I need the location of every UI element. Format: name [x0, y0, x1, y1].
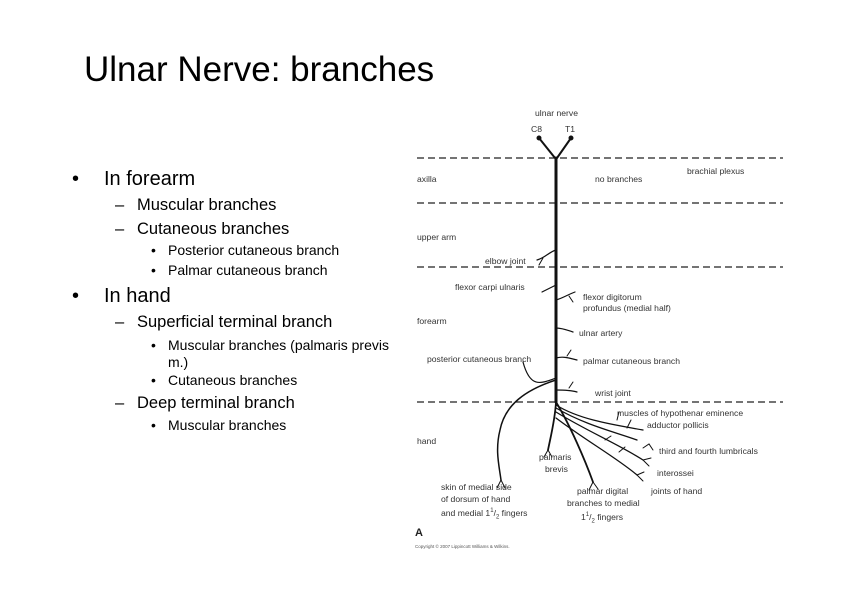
region-dividers	[417, 157, 783, 403]
dash-marker: –	[115, 220, 125, 238]
bullet-list: • In forearm – Muscular branches – Cutan…	[0, 0, 420, 596]
label-hypothenar-muscles: muscles of hypothenar eminence	[617, 408, 744, 418]
label-posterior-cutaneous-branch: posterior cutaneous branch	[427, 354, 532, 364]
bullet-dot: •	[151, 337, 156, 353]
bullet-muscular-palmaris: Muscular branches (palmaris previs	[168, 337, 389, 353]
label-ulnar-artery: ulnar artery	[579, 328, 623, 338]
label-palmaris-line1: palmaris	[539, 452, 572, 462]
label-digital-line1: palmar digital	[577, 486, 629, 496]
label-lumbricals: third and fourth lumbricals	[659, 446, 758, 456]
bullet-in-forearm: In forearm	[104, 168, 196, 190]
bullet-palmar-cutaneous: Palmar cutaneous branch	[168, 262, 328, 278]
label-adductor-pollicis: adductor pollicis	[647, 420, 709, 430]
bullet-dot: •	[151, 242, 156, 258]
bullet-dot: •	[72, 168, 80, 190]
bullet-dot: •	[151, 417, 156, 433]
dash-marker: –	[115, 394, 125, 412]
label-interossei: interossei	[657, 468, 694, 478]
bullet-dot: •	[151, 372, 156, 388]
bullet-dot: •	[72, 285, 80, 307]
label-digital-line2: branches to medial	[567, 498, 640, 508]
label-palmar-cutaneous-branch: palmar cutaneous branch	[583, 356, 680, 366]
bullet-deep-muscular: Muscular branches	[168, 417, 287, 433]
label-elbow-joint: elbow joint	[485, 256, 526, 266]
panel-letter: A	[415, 527, 423, 539]
bullet-cutaneous-branches-hand: Cutaneous branches	[168, 372, 298, 388]
label-fdp-line2: profundus (medial half)	[583, 303, 671, 313]
ulnar-nerve-diagram: ulnar nerve C8 T1 brachial plexus axilla…	[405, 100, 785, 555]
label-t1: T1	[565, 124, 576, 134]
label-no-branches: no branches	[595, 174, 643, 184]
label-fdp-line1: flexor digitorum	[583, 292, 642, 302]
label-palmaris-line2: brevis	[545, 464, 568, 474]
label-axilla: axilla	[417, 174, 437, 184]
bullet-in-hand: In hand	[104, 285, 171, 307]
bullet-posterior-cutaneous: Posterior cutaneous branch	[168, 242, 340, 258]
dash-marker: –	[115, 313, 125, 331]
label-skin-line3: and medial 11/2 fingers	[441, 507, 528, 521]
bullet-dot: •	[151, 262, 156, 278]
label-flexor-carpi-ulnaris: flexor carpi ulnaris	[455, 282, 525, 292]
nerve-branches	[496, 135, 654, 491]
label-wrist-joint: wrist joint	[595, 388, 631, 398]
label-joints-of-hand: joints of hand	[651, 486, 703, 496]
copyright-notice: Copyright © 2007 Lippincott Williams & W…	[415, 544, 510, 549]
label-skin-line2: of dorsum of hand	[441, 494, 511, 504]
label-digital-line3: 11/2 fingers	[581, 511, 624, 525]
label-upper-arm: upper arm	[417, 232, 457, 242]
bullet-muscular-branches: Muscular branches	[137, 196, 277, 214]
nerve-drawing	[417, 135, 783, 491]
bullet-muscular-palmaris-cont: m.)	[168, 354, 189, 370]
label-c8: C8	[531, 124, 542, 134]
bullet-deep-terminal: Deep terminal branch	[137, 394, 295, 412]
slide-title: Ulnar Nerve: branches	[84, 50, 435, 89]
bullet-superficial-terminal: Superficial terminal branch	[137, 313, 333, 331]
label-brachial-plexus: brachial plexus	[687, 166, 745, 176]
label-skin-line1: skin of medial side	[441, 482, 512, 492]
bullet-cutaneous-branches: Cutaneous branches	[137, 220, 290, 238]
label-forearm: forearm	[417, 316, 447, 326]
dash-marker: –	[115, 196, 125, 214]
label-ulnar-nerve: ulnar nerve	[535, 108, 578, 118]
label-hand: hand	[417, 436, 437, 446]
